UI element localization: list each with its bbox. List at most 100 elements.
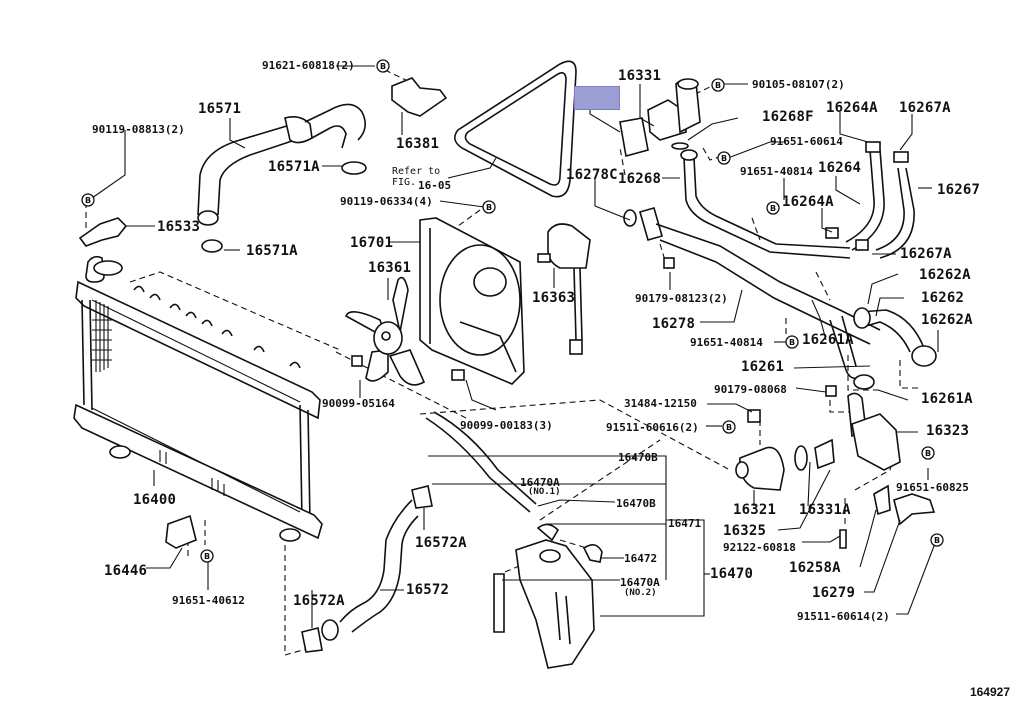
part-label-16381[interactable]: 16381 xyxy=(396,136,440,152)
reservoir-cap xyxy=(536,523,560,542)
part-label-16470a-no1[interactable]: 16470A xyxy=(520,476,560,489)
part-label-16261[interactable]: 16261 xyxy=(741,359,785,375)
part-label-16267[interactable]: 16267 xyxy=(937,182,981,198)
part-label-16261a[interactable]: 16261A xyxy=(921,391,973,407)
part-label-16278c[interactable]: 16278C xyxy=(566,167,618,183)
part-label-90179-08068[interactable]: 90179-08068 xyxy=(714,383,787,396)
part-label-90099-05164[interactable]: 90099-05164 xyxy=(322,397,395,410)
part-label-16264a[interactable]: 16264A xyxy=(782,194,834,210)
part-label-16572a[interactable]: 16572A xyxy=(293,593,345,609)
part-label-16571a[interactable]: 16571A xyxy=(246,243,298,259)
gasket-16258a xyxy=(873,484,891,516)
thermostat-housing xyxy=(825,385,901,471)
part-label-91651-40814[interactable]: 91651-40814 xyxy=(740,165,813,178)
part-label-16268[interactable]: 16268 xyxy=(618,171,662,187)
water-outlet xyxy=(619,78,701,158)
part-label-91651-40814[interactable]: 91651-40814 xyxy=(690,336,763,349)
radiator xyxy=(73,255,323,542)
alternator-bracket xyxy=(391,77,448,117)
part-label-16470b[interactable]: 16470B xyxy=(618,451,658,464)
part-label-16331[interactable]: 16331 xyxy=(618,68,662,84)
water-inlet xyxy=(735,409,785,491)
part-label-16446[interactable]: 16446 xyxy=(104,563,148,579)
part-label-16321[interactable]: 16321 xyxy=(733,502,777,518)
part-label-90119-08813[interactable]: 90119-08813(2) xyxy=(92,123,185,136)
lower-hose xyxy=(301,485,433,653)
reservoir-hose-16472 xyxy=(582,544,603,563)
part-note-no2: (NO.2) xyxy=(624,588,657,598)
part-label-16470[interactable]: 16470 xyxy=(710,566,754,582)
part-label-16571[interactable]: 16571 xyxy=(198,101,242,117)
svg-text:B: B xyxy=(715,81,721,90)
part-label-16470b[interactable]: 16470B xyxy=(616,497,656,510)
stud-bolt xyxy=(839,529,847,549)
svg-text:B: B xyxy=(770,204,776,213)
part-label-16363[interactable]: 16363 xyxy=(532,290,576,306)
part-label-31484-12150[interactable]: 31484-12150 xyxy=(624,397,697,410)
part-label-16471[interactable]: 16471 xyxy=(668,517,702,530)
svg-text:B: B xyxy=(789,338,795,347)
refer-note-fig[interactable]: 16-05 xyxy=(418,179,452,192)
part-label-16279[interactable]: 16279 xyxy=(812,585,856,601)
part-label-91511-60616[interactable]: 91511-60616(2) xyxy=(606,421,699,434)
part-label-16572[interactable]: 16572 xyxy=(406,582,450,598)
heater-hose-16267 xyxy=(879,167,915,259)
heater-hose-16264 xyxy=(845,149,875,243)
part-label-90179-08123[interactable]: 90179-08123(2) xyxy=(635,292,728,305)
part-label-16472[interactable]: 16472 xyxy=(624,552,658,565)
part-label-91651-40612[interactable]: 91651-40612 xyxy=(172,594,245,607)
bolt-marker: B xyxy=(711,78,725,92)
bolt-marker: B xyxy=(921,446,935,460)
part-label-16572a[interactable]: 16572A xyxy=(415,535,467,551)
svg-text:B: B xyxy=(925,449,931,458)
part-label-90105-08107[interactable]: 90105-08107(2) xyxy=(752,78,845,91)
lower-support-cushion xyxy=(165,514,197,549)
part-label-16470a-no2[interactable]: 16470A xyxy=(620,576,660,589)
part-label-16325[interactable]: 16325 xyxy=(723,523,767,539)
thermostat-gasket xyxy=(794,445,808,471)
part-label-91651-60825[interactable]: 91651-60825 xyxy=(896,481,969,494)
part-label-16261a[interactable]: 16261A xyxy=(802,332,854,348)
bolt-marker: B xyxy=(482,200,496,214)
hose-clamp xyxy=(865,141,881,153)
leader-lines xyxy=(91,65,939,628)
highlight-box xyxy=(574,86,620,110)
part-label-16258a[interactable]: 16258A xyxy=(789,560,841,576)
part-label-16262a[interactable]: 16262A xyxy=(921,312,973,328)
part-label-16361[interactable]: 16361 xyxy=(368,260,412,276)
thermostat xyxy=(814,438,835,470)
part-label-90099-00183[interactable]: 90099-00183(3) xyxy=(460,419,553,432)
part-label-16331a[interactable]: 16331A xyxy=(799,502,851,518)
fan-shroud xyxy=(419,217,525,385)
part-label-91651-60614[interactable]: 91651-60614 xyxy=(770,135,843,148)
part-label-16262a[interactable]: 16262A xyxy=(919,267,971,283)
part-label-16267a[interactable]: 16267A xyxy=(900,246,952,262)
part-label-16400[interactable]: 16400 xyxy=(133,492,177,508)
part-label-91621-60818[interactable]: 91621-60818(2) xyxy=(262,59,355,72)
hose-16261 xyxy=(829,319,859,380)
svg-text:B: B xyxy=(85,196,91,205)
part-label-16264a[interactable]: 16264A xyxy=(826,100,878,116)
part-label-16268f[interactable]: 16268F xyxy=(762,109,814,125)
part-label-16701[interactable]: 16701 xyxy=(350,235,394,251)
upper-hose xyxy=(197,103,367,253)
bolt-marker: B xyxy=(376,59,390,73)
part-label-16323[interactable]: 16323 xyxy=(926,423,970,439)
part-label-16278[interactable]: 16278 xyxy=(652,316,696,332)
part-label-16262[interactable]: 16262 xyxy=(921,290,965,306)
part-label-91511-60614[interactable]: 91511-60614(2) xyxy=(797,610,890,623)
part-label-16571a[interactable]: 16571A xyxy=(268,159,320,175)
cooling-fan xyxy=(344,276,426,386)
illustration-number: 164927 xyxy=(969,685,1010,699)
svg-text:B: B xyxy=(486,203,492,212)
shroud-bolt xyxy=(451,369,465,381)
part-label-90119-06334[interactable]: 90119-06334(4) xyxy=(340,195,433,208)
part-label-92122-60818[interactable]: 92122-60818 xyxy=(723,541,796,554)
bolt-marker: B xyxy=(722,420,736,434)
part-label-16533[interactable]: 16533 xyxy=(157,219,201,235)
bolt-marker: B xyxy=(200,549,214,563)
bolt-marker: B xyxy=(717,151,731,165)
part-label-16267a[interactable]: 16267A xyxy=(899,100,951,116)
part-label-16264[interactable]: 16264 xyxy=(818,160,862,176)
